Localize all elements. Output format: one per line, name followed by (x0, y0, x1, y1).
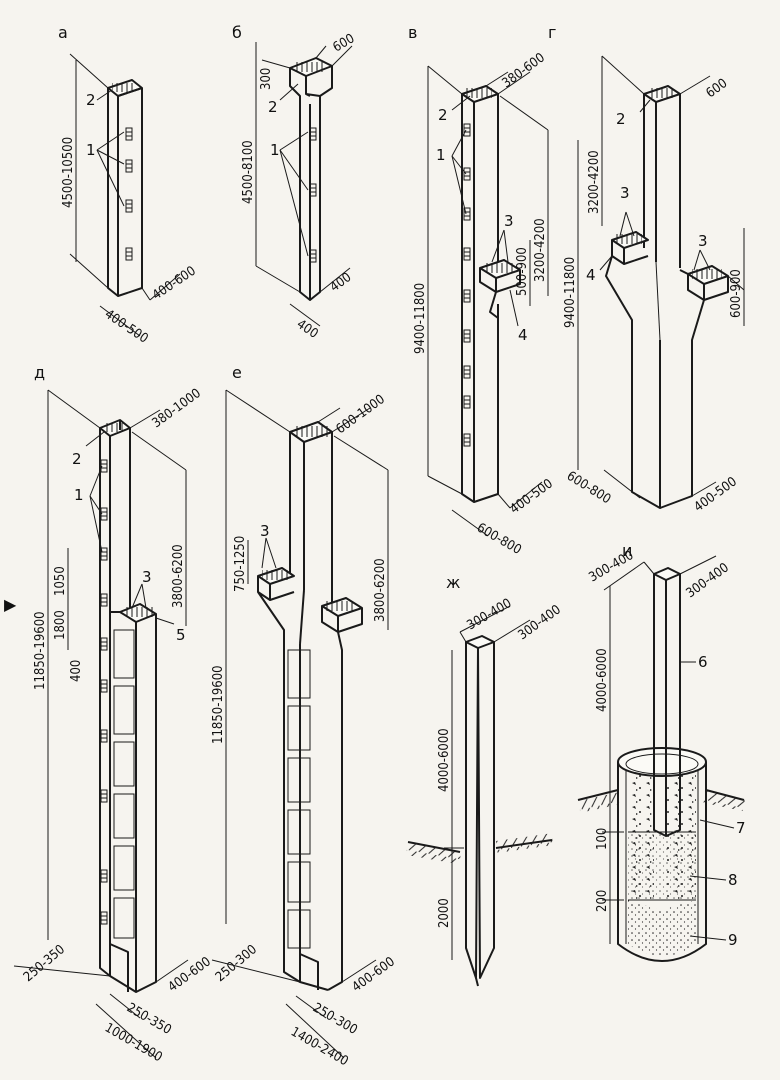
figure-zh-lower: 2000 (437, 898, 452, 928)
figure-v: в 1 2 3 4 380-600 3200-4200 (408, 23, 556, 558)
figure-i: и 6 7 8 9 300-400 300-400 (577, 541, 746, 962)
figure-a-depth: 400-600 (150, 264, 199, 304)
figure-e-upper: 3800-6200 (373, 558, 388, 622)
figure-i-mark-7: 7 (736, 819, 746, 837)
figure-g-width: 600-800 (564, 469, 613, 508)
figure-d-c3: 400 (69, 660, 84, 682)
figure-b-height: 4500-8100 (241, 140, 256, 204)
figure-b-depth: 400 (328, 270, 355, 295)
figure-a: а 1 2 4500-10500 400-600 400-500 (58, 23, 199, 347)
figure-g: г 2 3 3 4 600 3200-4200 9400-11800 600-9… (548, 23, 745, 515)
figure-e-side: 250-300 (310, 1000, 360, 1037)
figure-g-mark-3a: 3 (620, 184, 630, 202)
figure-b-mark-2: 2 (268, 98, 278, 116)
figure-i-d2: 200 (595, 890, 610, 912)
figure-d-c1: 1050 (53, 566, 68, 596)
figure-d-mark-3: 3 (142, 568, 152, 586)
figure-d-mark-2: 2 (72, 450, 82, 468)
figure-i-mark-8: 8 (728, 871, 738, 889)
figure-v-mark-2: 2 (438, 106, 448, 124)
figure-b-width: 400 (294, 317, 321, 342)
figure-e-top-w: 600-1000 (334, 392, 388, 437)
figure-v-upper: 3200-4200 (533, 218, 548, 282)
figure-zh-upper: 4000-6000 (437, 728, 452, 792)
figure-b-top-w: 600 (331, 31, 358, 55)
figure-e: е 3 600-1000 3800-6200 750-1250 (211, 363, 398, 1069)
figure-e-letter: е (232, 363, 242, 382)
margin-marker: ▶ (4, 595, 17, 614)
figure-e-mark-3: 3 (260, 522, 270, 540)
figure-zh-w1: 300-400 (465, 596, 515, 633)
figure-b-letter: б (232, 23, 242, 42)
figure-e-c1: 750-1250 (233, 536, 248, 592)
figure-a-width: 400-500 (102, 307, 151, 347)
figure-g-depth: 400-500 (692, 474, 740, 515)
figure-g-height: 9400-11800 (563, 257, 578, 328)
figure-i-d1: 100 (595, 828, 610, 850)
figure-v-height: 9400-11800 (413, 283, 428, 354)
figure-g-mark-4: 4 (586, 266, 596, 284)
figure-i-letter: и (622, 541, 632, 560)
figure-d-top-w: 380-1000 (150, 386, 204, 431)
figure-v-mark-1: 1 (436, 146, 446, 164)
figure-zh-w2: 300-400 (516, 602, 564, 643)
figure-v-letter: в (408, 23, 417, 42)
figure-v-depth: 400-500 (508, 476, 556, 517)
figure-g-mark-2: 2 (616, 110, 626, 128)
figure-d-c2: 1800 (53, 610, 68, 640)
figure-d-depth: 400-600 (166, 954, 214, 995)
figure-a-letter: а (58, 23, 68, 42)
figure-g-upper: 3200-4200 (587, 150, 602, 214)
figure-d: д 1 2 3 (13, 363, 214, 1065)
figure-i-w1: 300-400 (587, 548, 637, 585)
figure-g-letter: г (548, 23, 556, 42)
figure-i-w2: 300-400 (684, 560, 732, 601)
figure-d-mark-1: 1 (74, 486, 84, 504)
figure-a-mark-1: 1 (86, 141, 96, 159)
figure-zh-letter: ж (446, 573, 460, 592)
figure-d-leg: 250-350 (21, 942, 68, 985)
figure-v-top-w: 380-600 (500, 50, 548, 91)
figure-v-mark-4: 4 (518, 326, 528, 344)
figure-a-mark-2: 2 (86, 91, 96, 109)
figure-b-mark-1: 1 (270, 141, 280, 159)
figure-d-mark-5: 5 (176, 626, 186, 644)
figure-zh: ж 300-400 300-400 4000-6000 2000 (405, 573, 564, 987)
figure-g-mark-3b: 3 (698, 232, 708, 250)
figure-v-console: 500-900 (515, 247, 530, 296)
figure-v-width: 600-800 (474, 520, 524, 557)
figure-d-letter: д (34, 363, 45, 382)
figure-g-console: 600-900 (729, 269, 744, 318)
figure-d-upper: 3800-6200 (171, 544, 186, 608)
figure-i-upper: 4000-6000 (595, 648, 610, 712)
figure-v-mark-3: 3 (504, 212, 514, 230)
figure-i-mark-6: 6 (698, 653, 708, 671)
figure-a-height: 4500-10500 (61, 137, 76, 208)
figure-d-height: 11850-19600 (33, 611, 48, 690)
figure-b: б 1 2 600 300 4500-8100 400 400 (232, 23, 357, 342)
figure-g-top-w: 600 (704, 76, 731, 101)
figure-e-leg: 250-300 (213, 942, 260, 985)
figure-e-depth: 400-600 (350, 954, 398, 995)
figure-i-mark-9: 9 (728, 931, 738, 949)
figure-b-top-h: 300 (259, 68, 274, 90)
figure-e-height: 11850-19600 (211, 665, 226, 744)
